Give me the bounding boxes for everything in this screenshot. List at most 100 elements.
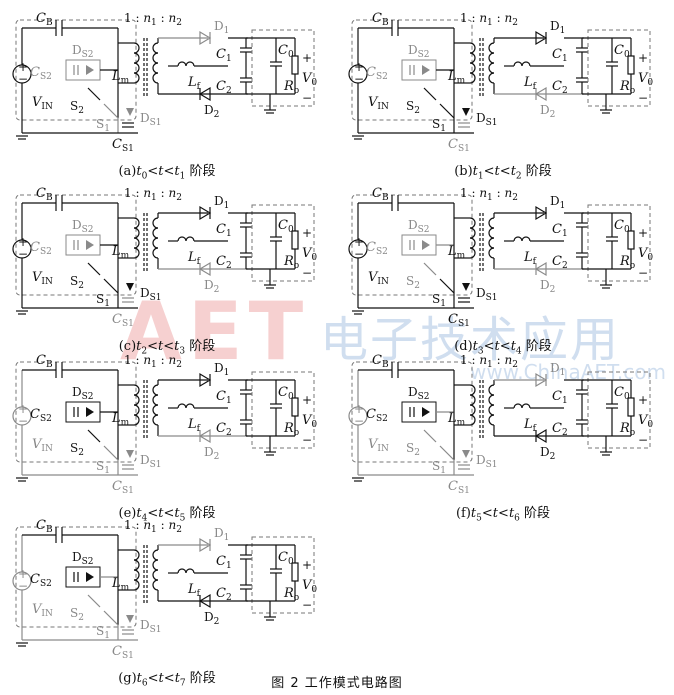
lm-label: Lm <box>447 411 466 428</box>
current-loop <box>15 526 137 628</box>
ds1-label: DS1 <box>140 453 162 470</box>
lf-coil-turn <box>177 61 187 67</box>
c1-label: C1 <box>216 389 232 406</box>
s2-switch <box>423 262 437 276</box>
s2-cell <box>401 59 437 81</box>
secondary-coil-turn <box>488 414 495 426</box>
lf-label: Lf <box>523 250 537 267</box>
d1-diode <box>535 205 548 221</box>
panel-caption-c: (c)t2<t<t3 阶段 <box>118 339 216 357</box>
lf-coil-turn <box>521 403 531 409</box>
v0-label: V0 <box>638 71 653 88</box>
ds1-label: DS1 <box>476 286 498 303</box>
ds2-label: DS2 <box>408 43 430 60</box>
output-box <box>587 29 651 107</box>
lm-label: Lm <box>111 69 130 86</box>
output-box <box>251 29 315 107</box>
ds1-label: DS1 <box>140 286 162 303</box>
ro-label: Ro <box>619 421 635 438</box>
lf-coil-turn <box>513 403 523 409</box>
primary-coil-turn <box>133 247 140 259</box>
caption-prefix: (a) <box>118 164 137 179</box>
ds1-diode <box>462 108 470 116</box>
primary-coil-turn <box>133 579 140 591</box>
secondary-coil-turn <box>488 227 495 239</box>
caption-suffix: 阶段 <box>185 339 216 354</box>
panel-caption-b: (b)t1<t<t2 阶段 <box>454 164 552 182</box>
current-loop <box>351 19 473 121</box>
lm-label: Lm <box>111 411 130 428</box>
d1-label: D1 <box>550 19 565 36</box>
s2-label: S2 <box>406 274 420 291</box>
secondary-coil-turn <box>152 559 159 571</box>
caption-t-lo: t <box>472 339 478 354</box>
secondary-coil-turn <box>152 549 159 561</box>
secondary-coil-turn <box>488 247 495 259</box>
vin-minus: − <box>354 72 364 86</box>
vin-minus: − <box>354 247 364 261</box>
secondary-coil-turn <box>488 72 495 84</box>
v0-plus: + <box>302 51 312 65</box>
d2-label: D2 <box>204 103 219 120</box>
vin-minus: − <box>18 72 28 86</box>
secondary-coil-turn <box>488 394 495 406</box>
v0-plus: + <box>638 393 648 407</box>
c2-label: C2 <box>552 79 568 96</box>
vin-plus: + <box>354 235 364 249</box>
caption-t-lo: t <box>472 164 478 179</box>
secondary-coil-turn <box>488 42 495 54</box>
lm-label: Lm <box>447 69 466 86</box>
panel-caption-g: (g)t6<t<t7 阶段 <box>118 671 216 689</box>
lf-coil-turn <box>521 236 531 242</box>
ds1-diode <box>126 108 134 116</box>
cb-label: CB <box>372 353 389 370</box>
ro-label: Ro <box>619 79 635 96</box>
vin-label: VIN <box>32 437 53 454</box>
s2-cell <box>401 401 437 423</box>
caption-prefix: (d) <box>454 339 473 354</box>
vin-plus: + <box>354 402 364 416</box>
secondary-coil-turn <box>152 227 159 239</box>
d1-diode <box>199 537 212 553</box>
c2-label: C2 <box>216 79 232 96</box>
secondary-coil-turn <box>152 237 159 249</box>
s2-label: S2 <box>70 274 84 291</box>
d1-label: D1 <box>214 194 229 211</box>
v0-plus: + <box>302 226 312 240</box>
ds2-diode <box>422 240 430 250</box>
d1-label: D1 <box>214 361 229 378</box>
primary-coil-turn <box>133 414 140 426</box>
ds2-diode <box>86 240 94 250</box>
c0-label: C0 <box>278 218 294 235</box>
panel-caption-d: (d)t3<t<t4 阶段 <box>454 339 552 357</box>
secondary-coil-turn <box>152 394 159 406</box>
v0-minus: − <box>638 266 648 280</box>
v0-minus: − <box>302 266 312 280</box>
ds1-diode <box>126 450 134 458</box>
ds2-label: DS2 <box>408 218 430 235</box>
ro-label: Ro <box>283 254 299 271</box>
vin-plus: + <box>18 567 28 581</box>
v0-minus: − <box>302 91 312 105</box>
output-box <box>251 371 315 449</box>
vin-plus: + <box>18 235 28 249</box>
cs2-label: CS2 <box>30 65 52 82</box>
ds2-diode <box>86 407 94 417</box>
lf-label: Lf <box>187 75 201 92</box>
ds1-label: DS1 <box>140 111 162 128</box>
s2-switch <box>87 429 101 443</box>
cb-label: CB <box>36 353 53 370</box>
cs1-label: CS1 <box>112 137 134 154</box>
d2-diode <box>534 428 547 444</box>
lf-coil-turn <box>513 61 523 67</box>
caption-prefix: (e) <box>118 506 137 521</box>
s2-switch <box>87 87 101 101</box>
c1-label: C1 <box>216 222 232 239</box>
d2-diode <box>534 86 547 102</box>
v0-minus: − <box>302 598 312 612</box>
v0-label: V0 <box>638 246 653 263</box>
